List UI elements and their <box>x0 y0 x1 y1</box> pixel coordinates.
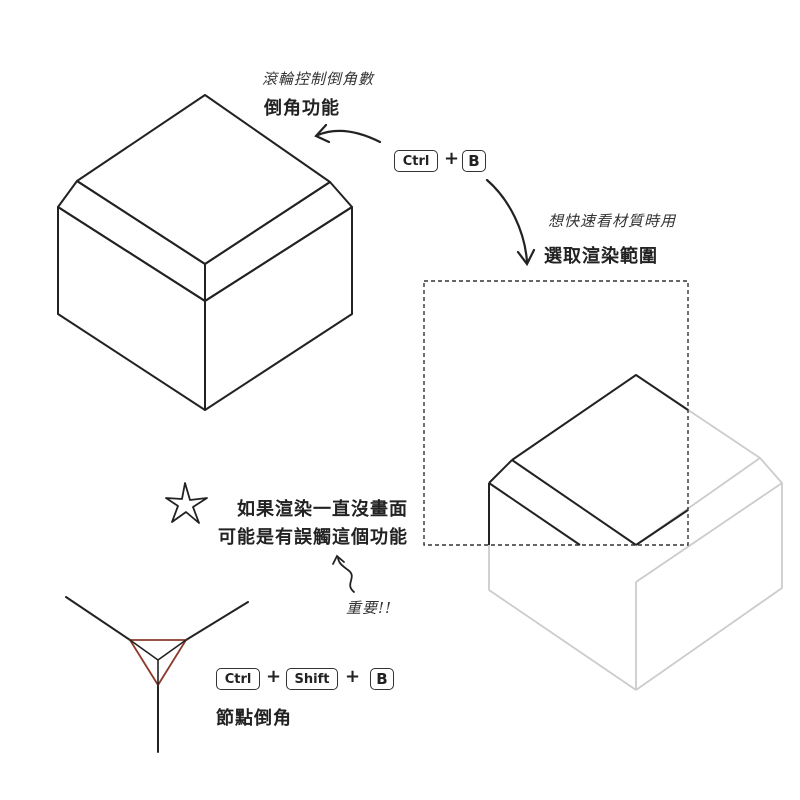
vertex-bevel-diagram <box>65 596 249 753</box>
bevel-triangle <box>128 639 188 687</box>
render-region-box[interactable] <box>423 280 689 546</box>
squiggle-arrow-icon <box>332 554 355 593</box>
vertex-bevel-title: 節點倒角 <box>216 708 292 729</box>
warning-line-1: 如果渲染一直沒畫面 <box>237 499 408 520</box>
faded-cube <box>488 374 783 691</box>
cube-right-face <box>204 206 353 411</box>
plus-sign: + <box>444 148 460 169</box>
star-icon <box>165 482 208 524</box>
bevel-hint: 滾輪控制倒角數 <box>262 70 375 88</box>
down-arrow-icon <box>485 178 536 267</box>
curved-arrow-icon <box>314 123 382 144</box>
cube-bevel-left <box>57 180 206 302</box>
plus-sign-2: + <box>345 666 361 687</box>
beveled-cube <box>57 94 353 411</box>
rendered-cube-part <box>488 374 689 546</box>
shift-key: Shift <box>286 668 338 690</box>
b-key-2: B <box>370 668 394 690</box>
important-note: 重要!! <box>346 599 393 617</box>
cube-left-face <box>57 206 206 411</box>
cube-bevel-right <box>204 181 353 302</box>
cube-top-face <box>76 94 331 265</box>
bevel-title: 倒角功能 <box>264 98 340 119</box>
render-hint: 想快速看材質時用 <box>548 212 677 230</box>
ctrl-key: Ctrl <box>394 150 438 172</box>
warning-line-2: 可能是有誤觸這個功能 <box>218 527 408 548</box>
ctrl-key-2: Ctrl <box>216 668 260 690</box>
plus-sign-1: + <box>266 666 282 687</box>
b-key: B <box>462 150 486 172</box>
render-title: 選取渲染範圍 <box>544 246 658 267</box>
